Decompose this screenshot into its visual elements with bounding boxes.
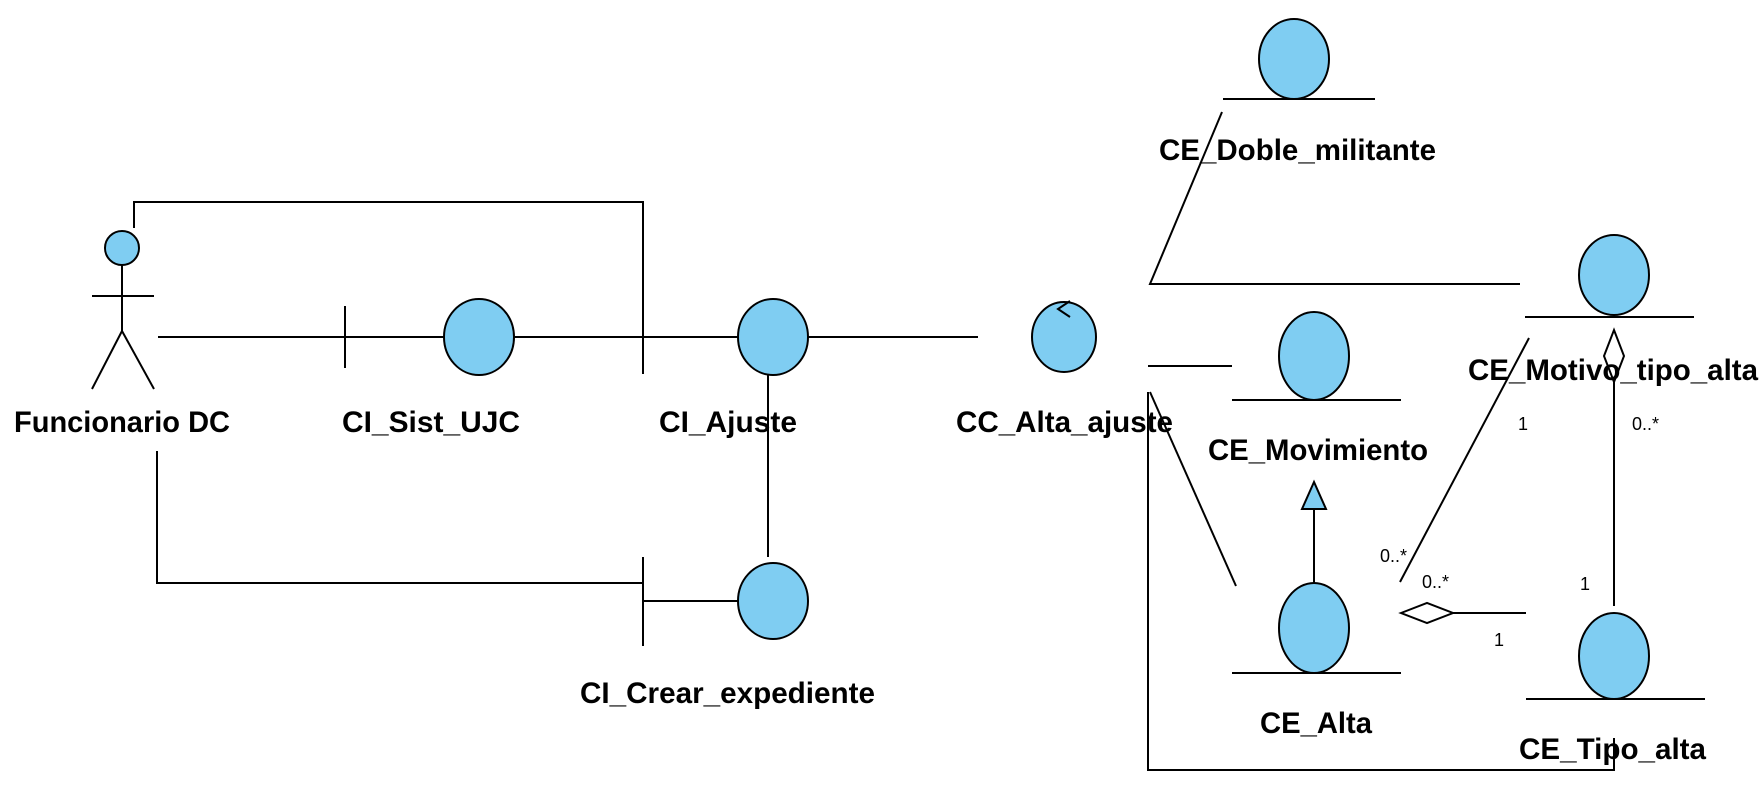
ce-movimiento-label: CE_Movimiento	[1208, 434, 1428, 467]
actor-head	[104, 230, 140, 266]
link-cc-tipo-alta[interactable]	[1147, 392, 1615, 771]
boundary-ci-ajuste[interactable]	[642, 298, 809, 376]
control-ball	[1031, 301, 1097, 373]
multiplicity-tipo-end-b: 1	[1494, 630, 1504, 650]
boundary-ball	[737, 298, 809, 376]
control-arrow	[1056, 300, 1071, 318]
entity-ball	[1578, 234, 1650, 316]
boundary-ball	[443, 298, 515, 376]
generalization-arrowhead	[1300, 479, 1328, 510]
link-cc-alta[interactable]	[1149, 391, 1237, 587]
link-cc-doble-motivo[interactable]	[1148, 111, 1520, 285]
entity-ball	[1278, 311, 1350, 401]
entity-ball	[1578, 612, 1650, 700]
entity-ce-motivo-tipo-alta[interactable]	[1525, 234, 1694, 318]
entity-ce-doble-militante[interactable]	[1223, 18, 1375, 100]
connectors	[133, 111, 1626, 771]
actor-right-leg	[121, 330, 155, 390]
assoc-alta-motivo[interactable]	[1399, 337, 1530, 583]
control-cc-alta-ajuste[interactable]	[1031, 300, 1097, 373]
multiplicity-alta-end-a: 0..*	[1380, 546, 1407, 566]
multiplicities: 1 0..* 0..* 0..* 1 1	[1380, 414, 1659, 650]
entity-ball	[1278, 582, 1350, 674]
multiplicity-alta-end-b: 0..*	[1422, 572, 1449, 592]
ce-motivo-tipo-alta-label: CE_Motivo_tipo_alta	[1468, 354, 1758, 387]
actor-funcionario-dc[interactable]	[91, 230, 155, 390]
actor-label: Funcionario DC	[14, 406, 230, 439]
ce-doble-militante-label: CE_Doble_militante	[1159, 134, 1436, 167]
ce-alta-label: CE_Alta	[1260, 707, 1372, 740]
link-actor-ci-crear[interactable]	[156, 451, 643, 584]
multiplicity-motivo-end-a: 1	[1518, 414, 1528, 434]
actor-left-leg	[91, 330, 123, 390]
cc-alta-ajuste-label: CC_Alta_ajuste	[956, 406, 1173, 439]
link-actor-ci-ajuste[interactable]	[133, 201, 644, 374]
entity-ball	[1258, 18, 1330, 100]
boundary-ci-sist-ujc[interactable]	[344, 298, 515, 376]
boundary-ci-crear-expediente[interactable]	[642, 557, 809, 646]
aggregation-diamond-alta	[1398, 601, 1456, 625]
boundary-ball	[737, 562, 809, 640]
aggregation-diamond-motivo	[1602, 327, 1626, 385]
ci-ajuste-label: CI_Ajuste	[659, 406, 797, 439]
multiplicity-tipo-end-a: 1	[1580, 574, 1590, 594]
ce-tipo-alta-label: CE_Tipo_alta	[1519, 733, 1706, 766]
entity-ce-tipo-alta[interactable]	[1526, 612, 1705, 700]
entity-ce-alta[interactable]	[1232, 582, 1401, 674]
ci-sist-ujc-label: CI_Sist_UJC	[342, 406, 520, 439]
ci-crear-expediente-label: CI_Crear_expediente	[580, 677, 875, 710]
labels: Funcionario DC CI_Sist_UJC CI_Ajuste CI_…	[14, 134, 1758, 766]
multiplicity-motivo-end-b: 0..*	[1632, 414, 1659, 434]
entity-ce-movimiento[interactable]	[1232, 311, 1401, 401]
